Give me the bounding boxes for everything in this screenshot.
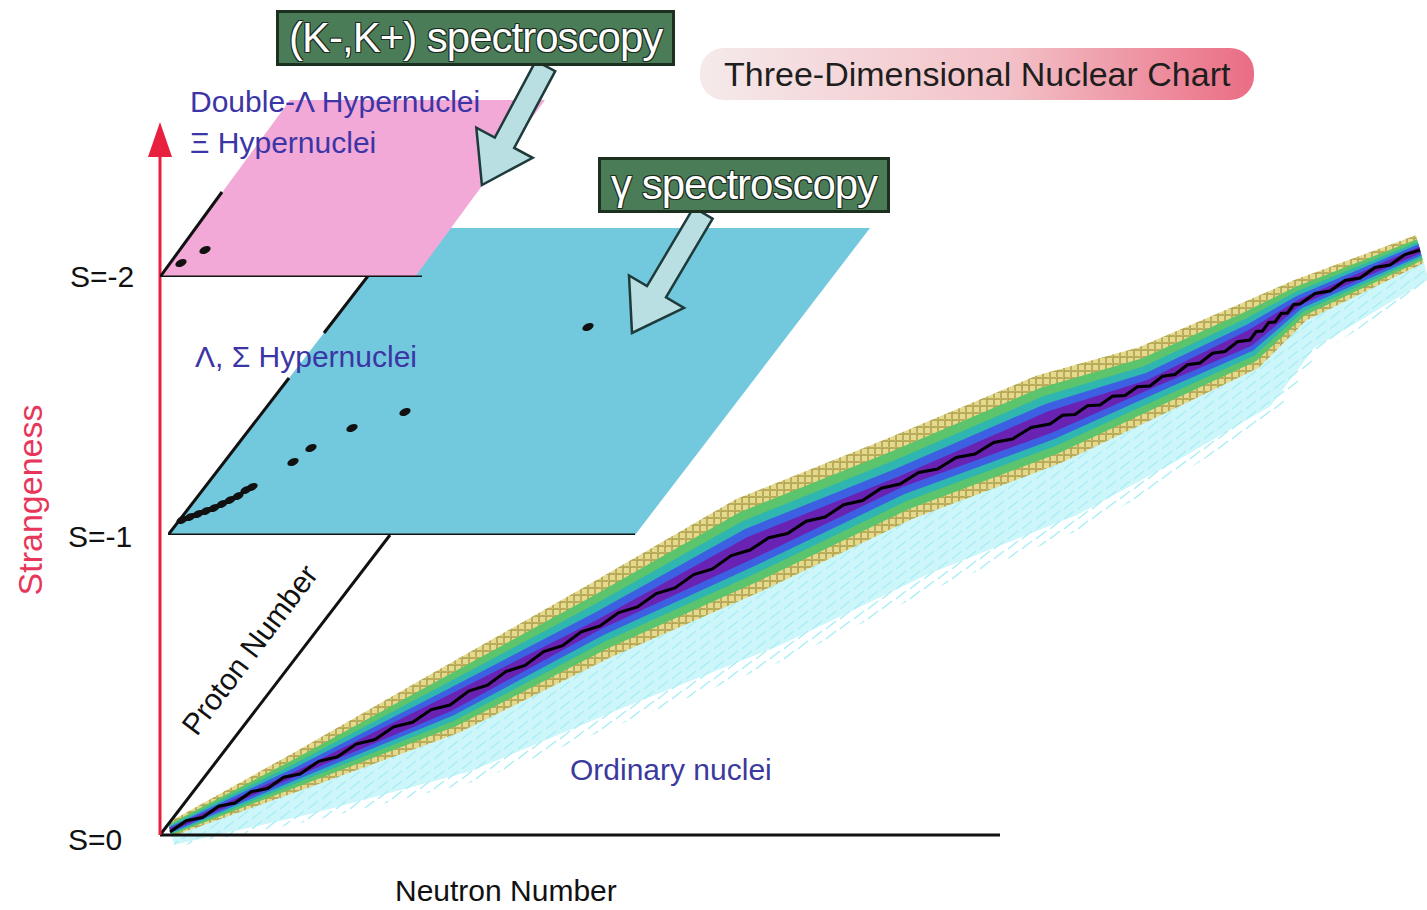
strangeness-2-plane: Double-Λ Hypernuclei Ξ Hypernuclei [160,80,545,277]
method-label: γ spectroscopy [611,160,877,210]
plane-edge [168,534,635,536]
axis-title: Neutron Number [395,874,617,908]
plane-label: Double-Λ Hypernuclei [190,85,480,119]
plane-edge [160,276,422,278]
level-label: S=-2 [70,260,134,294]
axis-title: Strangeness [13,405,47,596]
plane-label: Ξ Hypernuclei [190,126,376,160]
hypernucleus-dot [245,481,259,492]
hypernucleus-dot [581,321,595,332]
level-label: S=0 [68,823,122,857]
plane-edge [168,378,289,535]
proton-axis [160,535,390,835]
block-arrow [629,207,713,333]
title-box: Three-Dimensional Nuclear Chart [700,48,1254,100]
strangeness-arrowhead [148,122,172,157]
hypernucleus-dot [198,244,212,255]
method-label: (K-,K+) spectroscopy [289,13,662,63]
plane-fill [160,100,545,277]
method-box: (K-,K+) spectroscopy [276,10,675,66]
level-label: S=-1 [68,520,132,554]
strangeness-axis [159,150,162,835]
neutron-axis [160,834,1000,837]
hypernucleus-dot [286,456,300,467]
block-arrow [476,61,555,185]
hypernucleus-dot [398,406,412,417]
plane-edge [160,192,222,277]
method-box: γ spectroscopy [598,157,890,213]
hypernucleus-dot [174,257,188,268]
chart-title: Three-Dimensional Nuclear Chart [724,52,1230,96]
hypernucleus-dot [304,442,318,453]
hypernucleus-dot [345,422,359,433]
plane-label: Λ, Σ Hypernuclei [195,340,417,374]
region-label: Ordinary nuclei [570,753,772,787]
